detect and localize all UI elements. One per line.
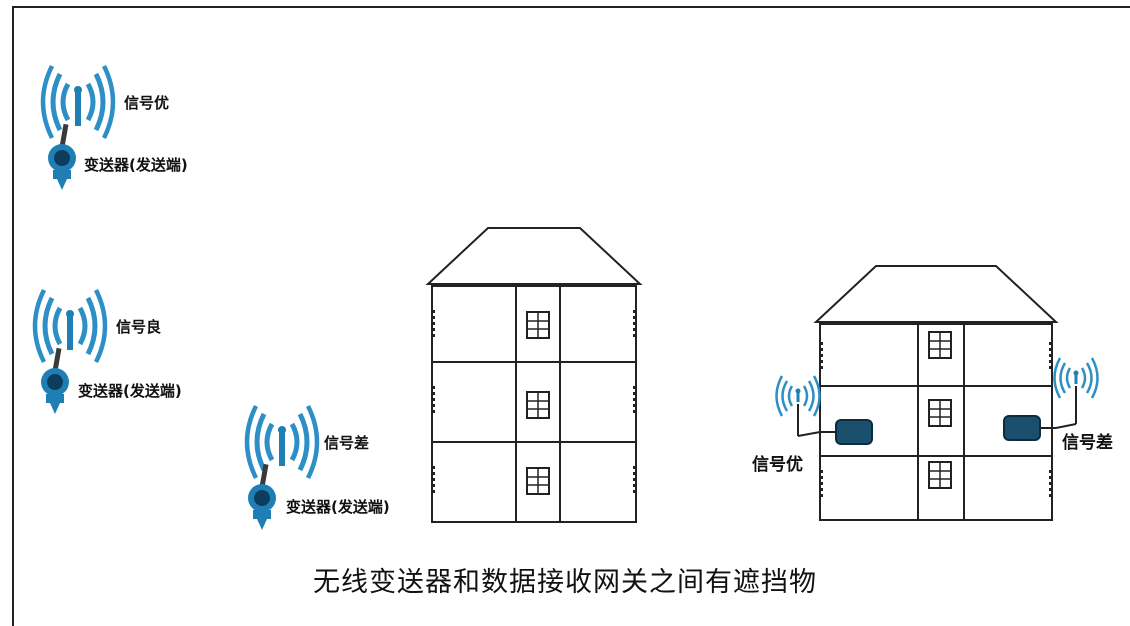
signal-label-excellent: 信号优 <box>124 94 169 112</box>
transmitter-label: 变送器(发送端) <box>286 498 390 516</box>
window <box>928 399 952 427</box>
transmitter-1: 信号优 变送器(发送端) <box>43 66 188 190</box>
transmitter-2: 信号良 变送器(发送端) <box>35 290 182 414</box>
diagram-caption: 无线变送器和数据接收网关之间有遮挡物 <box>313 567 817 598</box>
signal-waves-icon <box>43 66 113 138</box>
window <box>526 467 550 495</box>
gateway-device-icon <box>835 419 873 445</box>
signal-waves-icon <box>35 290 105 362</box>
gateway-device-icon <box>1003 415 1041 441</box>
window <box>526 391 550 419</box>
diagram-frame <box>12 6 1130 626</box>
gateway-signal-label-poor: 信号差 <box>1062 432 1113 453</box>
gateway-building <box>813 265 1059 521</box>
transmitter-label: 变送器(发送端) <box>78 382 182 400</box>
signal-label-good: 信号良 <box>116 318 161 336</box>
window <box>928 331 952 359</box>
gateway-signal-label-excellent: 信号优 <box>752 454 803 475</box>
signal-waves-icon <box>247 406 317 478</box>
window <box>526 311 550 339</box>
obstacle-building <box>425 227 643 523</box>
gateway-right: 信号差 <box>1003 356 1113 453</box>
transmitter-label: 变送器(发送端) <box>84 156 188 174</box>
transmitter-3: 信号差 变送器(发送端) <box>247 406 390 530</box>
gateway-left: 信号优 <box>752 374 873 475</box>
transmitter-icon <box>41 347 69 414</box>
diagram-canvas: 信号优 变送器(发送端) 信号良 变送器(发送端) 信号差 变送器(发送端) <box>0 0 1113 530</box>
window <box>928 461 952 489</box>
signal-label-poor: 信号差 <box>324 434 369 452</box>
